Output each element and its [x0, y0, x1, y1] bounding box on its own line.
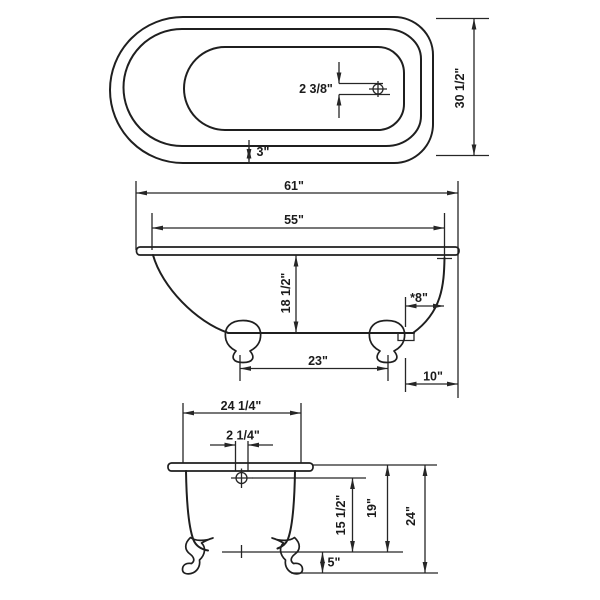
- tub-basin-outline: [183, 46, 405, 131]
- dim-label-drain-to-end: *8": [410, 291, 428, 305]
- top-view: 2 3/8" 3" 30 1/2": [109, 16, 489, 164]
- end-view: 24 1/4" 2 1/4" 15 1/2" 19" 24" 5": [167, 399, 438, 575]
- side-claw-foot-right: [368, 319, 406, 364]
- tub-rim-inner-outline: [122, 28, 422, 147]
- dim-label-rim-width: 3": [257, 145, 270, 159]
- dim-label-overall-height: 24": [404, 506, 418, 526]
- side-tub-left-wall: [152, 254, 229, 334]
- end-extension-lines: [182, 403, 438, 574]
- dim-label-overall-width: 30 1/2": [453, 68, 467, 109]
- end-claw-foot-left: [181, 536, 214, 575]
- tub-outer-outline: [109, 16, 434, 164]
- end-rim-deck: [167, 462, 314, 472]
- drain-offset-reference-lines: [339, 82, 390, 96]
- end-drain-crosshair-icon: [231, 468, 253, 488]
- dim-label-end-width: 24 1/4": [221, 399, 262, 413]
- side-foot-mount-bracket: [397, 333, 415, 342]
- side-tub-right-wall: [412, 257, 446, 334]
- dim-label-bottom-to-drain: 15 1/2": [334, 495, 348, 536]
- side-claw-foot-left: [224, 319, 262, 364]
- dim-label-drain-offset: 2 3/8": [299, 82, 333, 96]
- dim-label-floor-clearance: 5": [328, 556, 341, 570]
- end-tub-right-wall: [276, 470, 296, 550]
- dim-label-deck-length: 55": [284, 213, 304, 227]
- dim-label-overall-length: 61": [284, 179, 304, 193]
- dim-label-foot-spacing: 23": [308, 354, 328, 368]
- side-view: 61" 55" 18 1/2" *8" 23" 10": [135, 179, 460, 398]
- side-rim-deck: [135, 246, 460, 256]
- end-claw-foot-right: [271, 536, 304, 575]
- overall-width-extension-lines: [436, 17, 489, 157]
- dim-label-end-overhang: 10": [423, 370, 443, 384]
- dim-label-bottom-to-rim: 19": [365, 498, 379, 518]
- dim-label-depth: 18 1/2": [279, 273, 293, 314]
- dim-label-faucet-drilling: 2 1/4": [226, 429, 260, 443]
